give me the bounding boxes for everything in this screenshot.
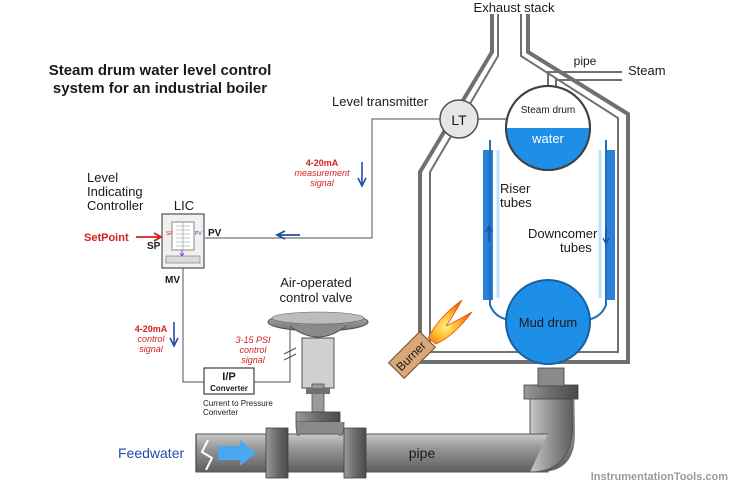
ctrl-signal-down-arrow [169,322,179,348]
pv-label: PV [208,228,222,239]
feedwater-flow-arrow [218,440,256,466]
ip-desc-line1: Current to Pressure [203,399,273,408]
control-signal-wire [182,268,204,383]
setpoint-label: SetPoint [84,232,129,244]
setpoint-arrow [136,232,163,242]
lic-desc-line3: Controller [87,198,144,213]
steam-pipe-label: pipe [574,54,597,68]
pneumatic-hash [283,347,297,361]
mud-drum [505,279,591,365]
level-transmitter-label: Level transmitter [332,94,429,109]
exhaust-stack-label: Exhaust stack [474,0,555,15]
downcomer-label-1: Downcomer [528,226,598,241]
lic-controller [161,213,205,269]
ip-converter [203,367,255,395]
control-valve [267,311,369,423]
burner [387,330,437,380]
riser-label-1: Riser [500,181,531,196]
title-line1: Steam drum water level control [49,62,272,79]
feedwater-label: Feedwater [118,445,184,461]
ip-label: I/P [222,371,235,383]
steam-drum [505,85,591,171]
riser-label-2: tubes [500,195,532,210]
measurement-signal-wire [205,118,440,239]
psi-line1: 3-15 PSI [235,335,271,345]
lic-desc-line2: Indicating [87,184,143,199]
psi-line2: control [239,345,267,355]
title-line2: system for an industrial boiler [53,80,267,97]
riser-downcomer-loop [483,150,615,300]
downcomer-flow-arrow [602,228,610,246]
lic-pv-mini: PV [195,231,202,237]
ip-desc-line2: Converter [203,408,238,417]
feedwater-pipe-label: pipe [409,445,436,461]
lic-desc-line1: Level [87,170,118,185]
psi-line3: signal [241,355,266,365]
ctrl-signal-line1: 4-20mA [135,324,168,334]
valve-label-line2: control valve [280,290,353,305]
lic-sp-mini: SP [166,231,173,237]
mud-drum-label: Mud drum [519,315,578,330]
lic-label: LIC [174,198,194,213]
meas-signal-line2: measurement [294,168,350,178]
watermark: InstrumentationTools.com [591,471,729,483]
ctrl-signal-line2: control [137,334,165,344]
feedwater-break [200,439,214,471]
converter-label: Converter [210,384,248,393]
steam-label: Steam [628,63,666,78]
lt-label: LT [451,112,467,128]
burner-flame [427,299,473,345]
meas-signal-line3: signal [310,178,335,188]
riser-flow-arrow [485,224,493,242]
downcomer-label-2: tubes [560,240,592,255]
meas-signal-down-arrow [357,162,367,188]
valve-label-line1: Air-operated [280,275,352,290]
mv-label: MV [165,275,180,286]
pneumatic-signal-line [254,330,291,383]
ctrl-signal-line3: signal [139,344,164,354]
sp-label: SP [147,241,161,252]
meas-signal-line1: 4-20mA [306,158,339,168]
steam-drum-label: Steam drum [521,105,575,116]
pv-left-arrow [274,230,300,240]
water-label: water [531,131,564,146]
